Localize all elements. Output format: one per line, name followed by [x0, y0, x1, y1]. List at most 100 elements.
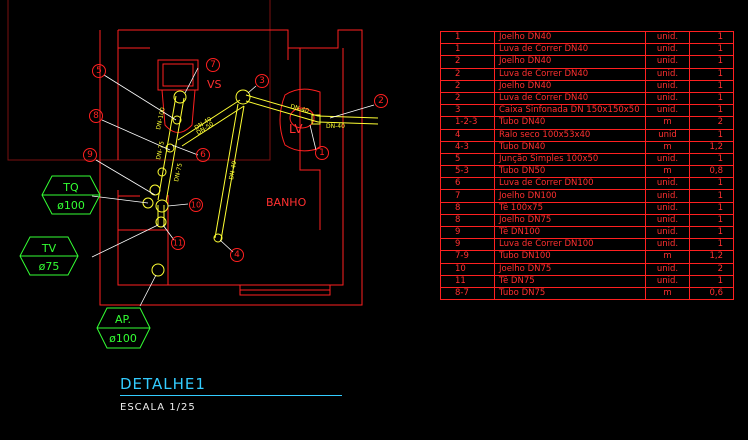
bom-unit: m — [645, 116, 690, 130]
bom-item: 8 — [440, 201, 495, 215]
bom-description: Luva de Correr DN40 — [494, 43, 646, 57]
marker-8: 8 — [93, 111, 99, 121]
bom-description: Caixa Sinfonada DN 150x150x50 — [494, 104, 646, 118]
bom-qty: 1 — [689, 274, 734, 288]
bom-qty: 1 — [689, 43, 734, 57]
bom-qty: 1 — [689, 128, 734, 142]
bom-item: 5 — [440, 152, 495, 167]
bom-item: 10 — [440, 262, 495, 276]
pipe-label-dn40-a: DN-40 — [289, 103, 309, 115]
marker-circle-8 — [89, 109, 103, 123]
tag-ap-code: AP. — [115, 313, 131, 326]
bom-qty: 2 — [689, 116, 734, 130]
bom-description: Tubo DN40 — [494, 116, 646, 130]
toilet-label: VS — [207, 78, 222, 91]
bom-item: 4 — [440, 128, 495, 142]
bom-description: Ralo seco 100x53x40 — [494, 128, 646, 142]
bom-unit: unid. — [645, 189, 690, 203]
bom-item: 1 — [440, 43, 495, 57]
marker-circle-6 — [196, 148, 210, 162]
tag-tq-code: TQ — [62, 181, 79, 194]
marker-4: 4 — [234, 250, 240, 260]
marker-7: 7 — [210, 60, 216, 70]
bom-item: 7-9 — [440, 250, 495, 264]
marker-circle-9 — [83, 148, 97, 162]
bom-item: 1-2-3 — [440, 116, 495, 130]
bom-qty: 1 — [689, 225, 734, 240]
marker-2: 2 — [378, 96, 384, 106]
bom-description: Luva de Correr DN100 — [494, 177, 646, 191]
bom-description: Luva de Correr DN40 — [494, 91, 646, 106]
room-walls — [99, 29, 363, 306]
bom-item: 2 — [440, 91, 495, 106]
leader-lines — [91, 67, 375, 307]
bom-unit: m — [645, 140, 690, 154]
bom-qty: 1 — [689, 213, 734, 228]
bom-qty: 1 — [689, 152, 734, 167]
bom-unit: unid. — [645, 152, 690, 167]
bom-item: 6 — [440, 177, 495, 191]
bom-unit: unid. — [645, 262, 690, 276]
item-markers — [83, 58, 388, 262]
bom-description: Tubo DN75 — [494, 286, 646, 301]
pipe-label-dn40-b: DN-40 — [326, 123, 345, 130]
bom-unit: unid. — [645, 225, 690, 240]
bom-qty: 1 — [689, 177, 734, 191]
bom-unit: unid. — [645, 274, 690, 288]
room-label: BANHO — [266, 196, 307, 209]
bom-description: Joelho DN100 — [494, 189, 646, 203]
bom-item: 8 — [440, 213, 495, 228]
marker-11: 11 — [173, 239, 183, 248]
bom-unit: unid. — [645, 213, 690, 228]
pipe-label-dn100: DN-100 — [155, 107, 167, 131]
bom-unit: unid. — [645, 238, 690, 252]
bom-item: 2 — [440, 67, 495, 81]
bom-unit: unid. — [645, 104, 690, 118]
marker-circle-2 — [374, 94, 388, 108]
marker-5: 5 — [96, 66, 102, 76]
tag-tv-size: ø75 — [39, 260, 60, 273]
bom-qty: 0,6 — [689, 286, 734, 301]
tag-tq-size: ø100 — [57, 199, 85, 212]
tag-shapes — [19, 175, 151, 349]
bom-qty: 0,8 — [689, 165, 734, 179]
drawing-title: DETALHE1 — [120, 375, 206, 393]
marker-circle-3 — [255, 74, 269, 88]
bom-description: Tê DN75 — [494, 274, 646, 288]
pipe-label-dn40-c: DN-40 — [228, 160, 238, 180]
bom-item: 2 — [440, 79, 495, 93]
pipe-label-dn75-a: DN-75 — [155, 140, 166, 160]
bom-item: 4-3 — [440, 140, 495, 154]
bom-item: 1 — [440, 30, 495, 45]
bom-description: Joelho DN75 — [494, 213, 646, 228]
marker-10: 10 — [191, 201, 201, 210]
bom-description: Junção Simples 100x50 — [494, 152, 646, 167]
marker-circle-5 — [92, 64, 106, 78]
bom-unit: unid. — [645, 201, 690, 215]
bom-unit: unid. — [645, 67, 690, 81]
bom-description: Joelho DN75 — [494, 262, 646, 276]
marker-circle-4 — [230, 248, 244, 262]
bom-qty: 1 — [689, 30, 734, 45]
bom-description: Tubo DN50 — [494, 165, 646, 179]
bom-qty: 1 — [689, 104, 734, 118]
bom-unit: unid. — [645, 30, 690, 45]
